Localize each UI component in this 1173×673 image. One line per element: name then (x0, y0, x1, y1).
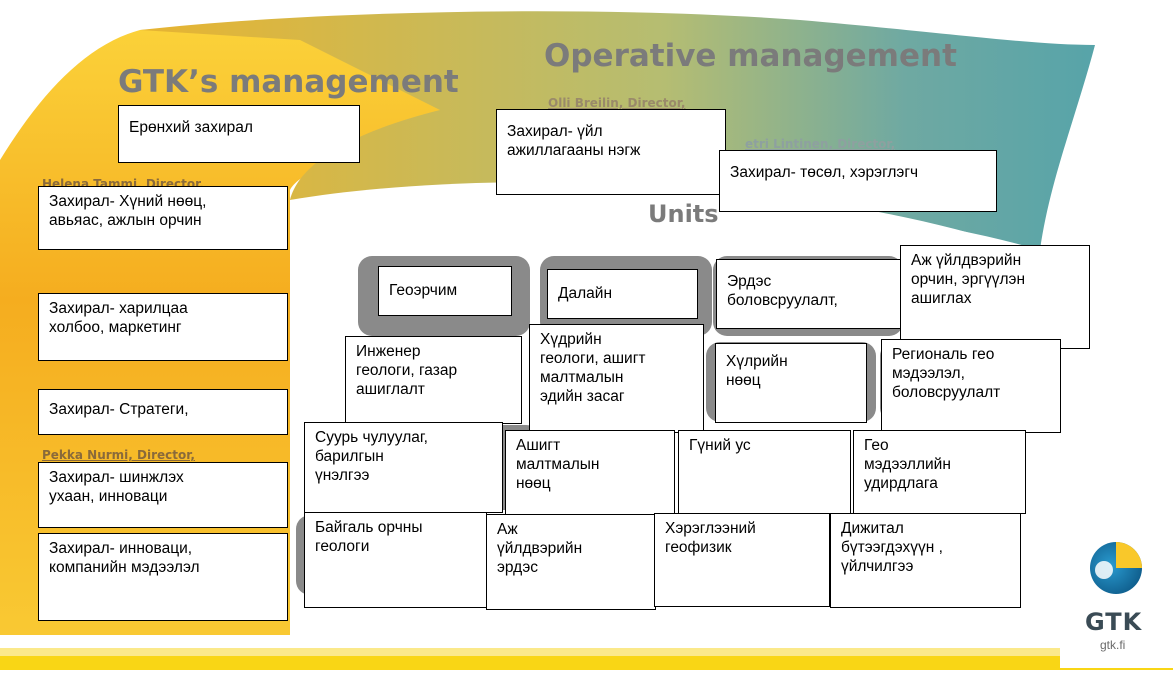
operative-box-operations: Захирал- үйл ажиллагааны нэгж (496, 109, 726, 195)
unit-box-environmental-geology: Байгаль орчны геологи (304, 512, 487, 608)
mgmt-box-science: Захирал- шинжлэх ухаан, инноваци (38, 462, 288, 528)
faded-name-pekka: Pekka Nurmi, Director, (42, 448, 195, 462)
unit-box-ore-geology: Хүдрийн геологи, ашигт малтмалын эдийн з… (529, 324, 704, 433)
unit-box-regional-geoinfo: Региональ гео мэдээлэл, боловсруулалт (881, 339, 1061, 433)
mgmt-box-innovation: Захирал- инноваци, компанийн мэдээлэл (38, 533, 288, 621)
unit-box-industrial-minerals: Аж үйлдвэрийн эрдэс (486, 514, 656, 610)
units-heading: Units (648, 200, 719, 228)
unit-box-mineral-processing: Эрдэс боловсруулалт, (716, 259, 914, 329)
unit-box-groundwater: Гүний ус (678, 430, 851, 514)
operative-management-heading: Operative management (544, 38, 957, 74)
unit-box-engineering-geology: Инженер геологи, газар ашиглалт (345, 336, 522, 424)
unit-box-bedrock: Суурь чулуулаг, барилгын үнэлгээ (304, 422, 503, 513)
operative-box-projects: Захирал- төсөл, хэрэглэгч (719, 150, 997, 212)
unit-box-geoenergy: Геоэрчим (378, 266, 512, 316)
gtk-logo-text: GTK (1085, 608, 1143, 636)
bottom-strip-light (0, 648, 1173, 656)
bottom-strip (0, 655, 1173, 670)
gtk-management-heading: GTK’s management (118, 64, 459, 100)
mgmt-box-strategy: Захирал- Стратеги, (38, 389, 288, 435)
globe-icon (1090, 542, 1142, 594)
unit-box-mineral-resources: Ашигт малтмалын нөөц (505, 430, 675, 524)
faded-name-petri: etri Lintinen, Director, (745, 137, 896, 151)
unit-box-digital-services: Дижитал бүтээгдэхүүн , үйлчилгээ (830, 513, 1021, 608)
faded-name-olli: Olli Breilin, Director, (548, 96, 686, 110)
unit-box-industrial-environment: Аж үйлдвэрийн орчин, эргүүлэн ашиглах (900, 245, 1090, 349)
mgmt-box-communications: Захирал- харилцаа холбоо, маркетинг (38, 293, 288, 361)
mgmt-box-hr: Захирал- Хүний нөөц, авьяас, ажлын орчин (38, 186, 288, 250)
unit-box-applied-geophysics: Хэрэглээний геофизик (654, 513, 830, 607)
mgmt-box-ceo: Ерөнхий захирал (118, 105, 360, 163)
unit-box-peat-resources: Хүлрийн нөөц (715, 343, 867, 423)
gtk-logo: GTK gtk.fi (1060, 520, 1173, 668)
unit-box-geoinfo-management: Гео мэдээллийн удирдлага (853, 430, 1026, 514)
unit-box-marine: Далайн (547, 269, 698, 319)
gtk-logo-url: gtk.fi (1100, 638, 1126, 652)
